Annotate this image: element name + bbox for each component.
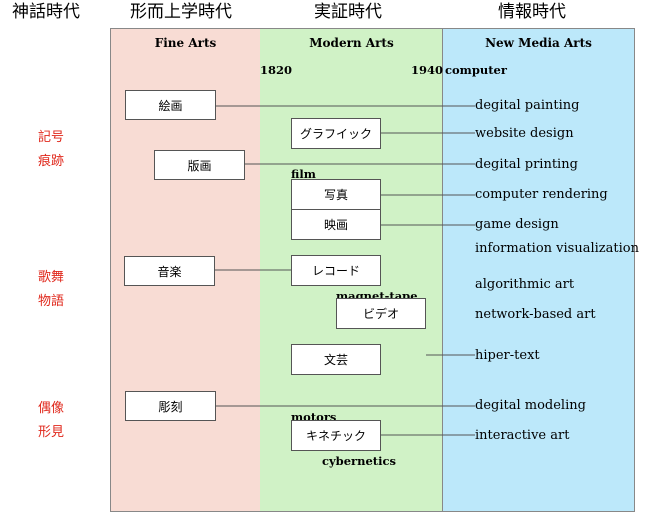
box-printmaking: 版画 <box>154 150 245 180</box>
era-myth: 神話時代 <box>12 2 80 22</box>
era-information: 情報時代 <box>498 2 566 22</box>
box-painting: 絵画 <box>125 90 216 120</box>
column-header-fine-arts: Fine Arts <box>154 36 217 50</box>
side-label-song-2: 物語 <box>38 294 65 309</box>
side-label-sign-2: 痕跡 <box>38 154 65 169</box>
label-film: film <box>291 167 316 181</box>
side-label-sign-1: 記号 <box>38 130 65 145</box>
box-literature: 文芸 <box>291 344 381 375</box>
box-music: 音楽 <box>124 256 215 286</box>
column-header-modern-arts: Modern Arts <box>309 36 394 50</box>
side-label-idol-2: 形見 <box>38 425 65 440</box>
media-item-information-visualization: information visualization <box>475 241 639 256</box>
label-year-1820: 1820 <box>260 63 293 77</box>
media-item-interactive-art: interactive art <box>475 428 570 443</box>
column-header-new-media-arts: New Media Arts <box>485 36 592 50</box>
media-item-website-design: website design <box>475 126 574 141</box>
era-metaphysical: 形而上学時代 <box>130 2 232 22</box>
label-cybernetics: cybernetics <box>322 454 396 468</box>
media-item-digital-modeling: degital modeling <box>475 398 586 413</box>
media-item-algorithmic-art: algorithmic art <box>475 277 575 292</box>
box-kinetic: キネチック <box>291 420 381 451</box>
box-record: レコード <box>291 255 381 286</box>
box-graphic: グラフイック <box>291 118 381 149</box>
box-sculpture: 彫刻 <box>125 391 216 421</box>
side-label-idol-1: 偶像 <box>38 401 65 416</box>
media-item-digital-painting: degital painting <box>475 98 580 113</box>
label-computer: computer <box>445 63 507 77</box>
media-item-computer-rendering: computer rendering <box>475 187 608 202</box>
media-item-hypertext: hiper-text <box>475 348 540 363</box>
side-label-song: 歌舞 物語 <box>38 266 64 314</box>
era-positivist: 実証時代 <box>314 2 382 22</box>
media-item-game-design: game design <box>475 217 559 232</box>
column-new-media-arts <box>442 28 635 512</box>
box-photography: 写真 <box>291 179 381 210</box>
side-label-sign: 記号 痕跡 <box>38 126 64 174</box>
box-film: 映画 <box>291 209 381 240</box>
side-label-idol: 偶像 形見 <box>38 397 64 445</box>
label-year-1940: 1940 <box>411 63 444 77</box>
side-label-song-1: 歌舞 <box>38 270 65 285</box>
media-item-network-based-art: network-based art <box>475 307 596 322</box>
media-item-digital-printing: degital printing <box>475 157 578 172</box>
box-video: ビデオ <box>336 298 426 329</box>
